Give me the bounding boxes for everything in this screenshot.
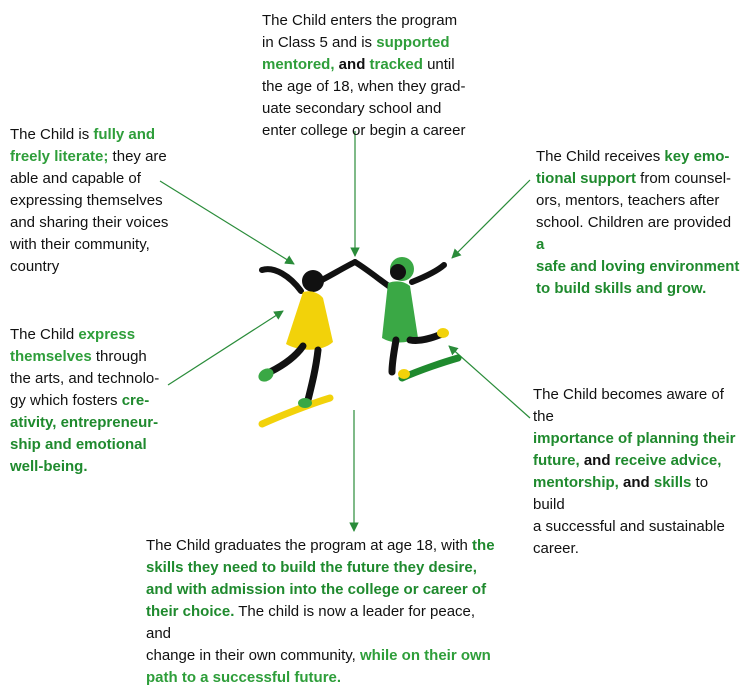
text-block-middle-right-run: to build a successful and sustainable ca…: [533, 474, 725, 557]
text-block-top: The Child enters the program in Class 5 …: [262, 10, 502, 142]
text-block-middle-right-run: importance of planning their future,: [533, 430, 736, 469]
text-block-upper-right-run: a safe and loving environment to build s…: [536, 236, 740, 297]
text-block-bottom-run: the skills they need to build the future…: [146, 537, 495, 620]
text-block-upper-right-run: The Child receives: [536, 148, 665, 165]
text-block-middle-left: The Child express themselves through the…: [10, 324, 180, 478]
text-block-middle-left-run: cre- ativity, entrepreneur- ship and emo…: [10, 392, 159, 475]
figure-green-child: [352, 257, 462, 382]
text-block-bottom: The Child graduates the program at age 1…: [146, 535, 501, 689]
text-block-top-run: until the age of 18, when they grad- uat…: [262, 56, 466, 139]
text-block-upper-left-run: The Child is: [10, 126, 94, 143]
arrow-middle-right: [448, 345, 531, 419]
text-block-middle-right: The Child becomes aware of the importanc…: [533, 384, 743, 560]
arrow-upper-left: [159, 180, 295, 265]
text-block-middle-right-run: skills: [653, 474, 692, 491]
text-block-middle-left-run: express themselves: [10, 326, 136, 365]
text-block-middle-right-run: and: [618, 474, 654, 491]
text-block-middle-left-run: The Child: [10, 326, 79, 343]
text-block-middle-right-run: The Child becomes aware of the: [533, 386, 724, 425]
text-block-upper-left: The Child is fully and freely literate; …: [10, 124, 185, 278]
text-block-upper-right-run: key emo- tional support: [536, 148, 730, 187]
text-block-middle-right-run: and: [579, 452, 615, 469]
figure-yellow-child: [258, 259, 358, 428]
text-block-upper-left-run: fully and freely literate;: [10, 126, 156, 165]
text-block-bottom-run: The Child graduates the program at age 1…: [146, 537, 473, 554]
text-block-top-run: tracked: [369, 56, 423, 73]
arrow-upper-right: [451, 179, 531, 259]
text-block-middle-right-run: receive advice, mentorship,: [533, 452, 722, 491]
text-block-top-run: and: [334, 56, 370, 73]
text-block-top-run: The Child enters the program in Class 5 …: [262, 12, 458, 51]
diagram-canvas: [159, 131, 531, 532]
text-block-upper-right: The Child receives key emo- tional suppo…: [536, 146, 741, 300]
text-block-top-run: supported mentored,: [262, 34, 450, 73]
text-block-upper-left-run: they are able and capable of expressing …: [10, 148, 169, 275]
text-block-middle-left-run: through the arts, and technolo- gy which…: [10, 348, 160, 409]
text-block-upper-right-run: from counsel- ors, mentors, teachers aft…: [536, 170, 732, 231]
arrow-middle-left: [167, 310, 284, 386]
